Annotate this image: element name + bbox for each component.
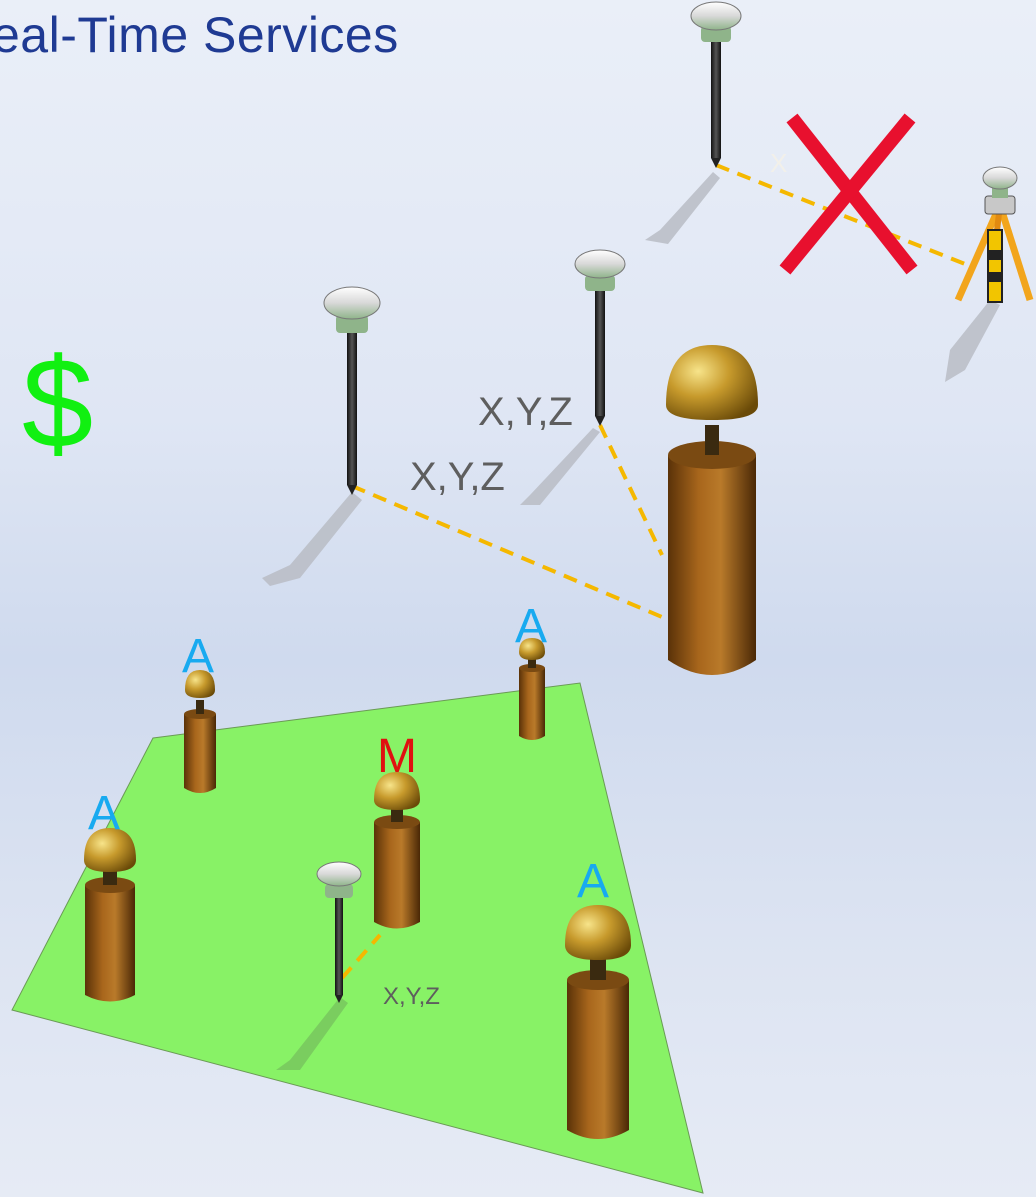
gnss-rover-2 <box>574 249 626 426</box>
gnss-rover-4 <box>316 861 362 1003</box>
page-title: eal-Time Services <box>0 7 399 63</box>
label-a-left-bottom: A <box>88 787 121 840</box>
base-station-tripod <box>954 166 1034 303</box>
monument-a-left-bottom <box>84 828 136 1002</box>
label-a-left-top: A <box>182 630 215 683</box>
coordinate-label-1: X,Y,Z <box>478 390 573 434</box>
monument-m <box>374 772 420 929</box>
label-a-right-bottom: A <box>577 855 610 908</box>
dollar-sign: $ <box>22 332 94 475</box>
shadows <box>262 172 1000 1070</box>
faded-link-label: X <box>770 148 787 178</box>
dashed-links <box>340 163 976 980</box>
coordinate-label-3: X,Y,Z <box>383 983 440 1010</box>
label-m: M <box>377 730 417 783</box>
label-a-right-top: A <box>515 600 548 653</box>
monument-a-left-top <box>184 670 216 793</box>
coordinate-label-2: X,Y,Z <box>410 455 505 499</box>
gnss-rover-3 <box>690 1 742 168</box>
monument-a-right-top <box>519 638 545 740</box>
green-survey-area <box>11 682 704 1194</box>
monument-a-right-bottom <box>565 905 631 1139</box>
gnss-rover-1 <box>323 286 381 495</box>
monument-large <box>666 345 758 675</box>
failed-link-cross <box>779 113 918 275</box>
